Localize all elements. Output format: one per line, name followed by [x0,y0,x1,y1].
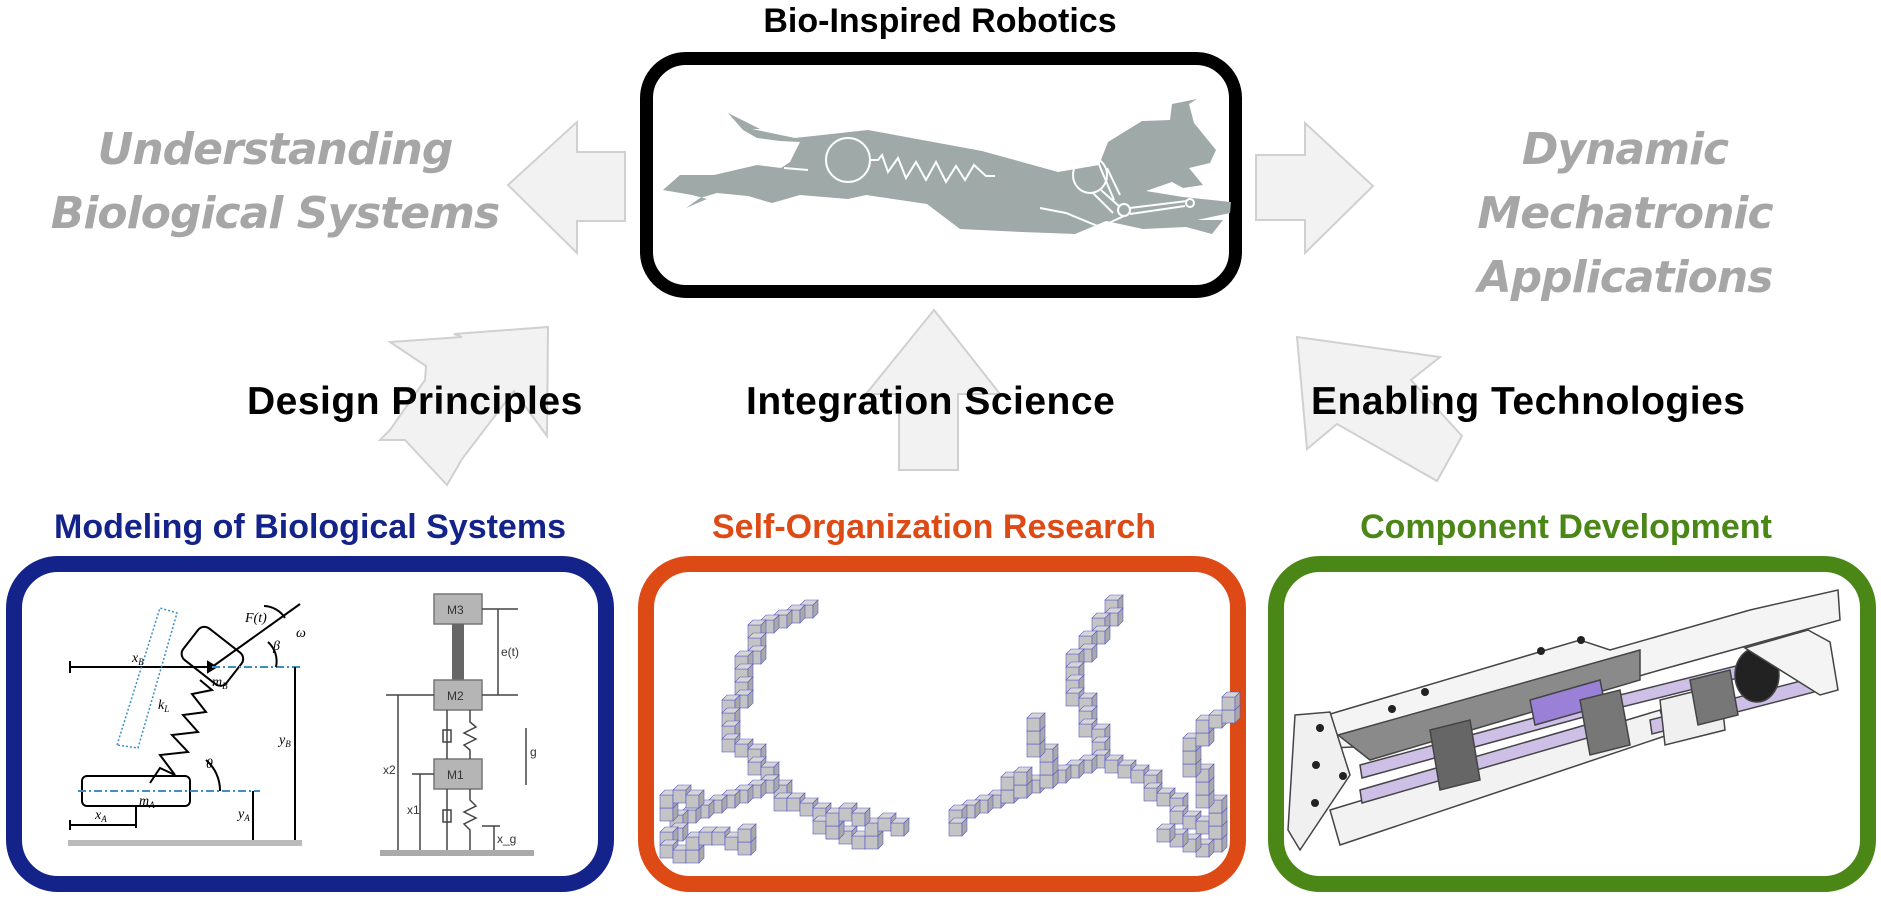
design-principles-arrow-icon [377,325,550,487]
integration-science-arrow-shape [863,308,1003,471]
label-theta: θ [206,757,213,772]
self-organization-title: Self-Organization Research [711,508,1156,546]
running-cheetah-robot-icon [663,99,1231,234]
left-arrow-icon [506,119,626,256]
right-goal-text: Dynamic Mechatronic Applications [1370,118,1880,310]
left-goal-text: Understanding Biological Systems [40,118,510,246]
voxel [1013,766,1033,786]
modeling-title: Modeling of Biological Systems [54,508,566,546]
voxel [1156,823,1176,843]
component-development-title: Component Development [1360,508,1772,546]
label-force: F(t) [244,611,267,626]
mass-spring-diagram [380,593,534,856]
integration-science-label: Integration Science [746,380,1116,423]
voxel [890,817,910,837]
label-beta: β [272,639,280,654]
voxel [799,797,819,817]
right-goal-line1: Dynamic Mechatronic [1477,124,1773,239]
label-kl: kL [158,698,169,714]
voxel [1065,759,1085,779]
left-goal-line1: Understanding [97,124,454,175]
mass-spring-labels: M3 e(t) M2 g x2 M1 x1 x_g [383,603,537,846]
voxel [1195,838,1215,858]
right-arrow-icon [1255,120,1375,256]
enabling-technologies-arrow [1295,335,1464,483]
voxel [851,807,871,827]
voxel [685,789,705,809]
label-m3: M3 [447,603,464,617]
self-organization-panel [638,556,1246,892]
label-g: g [530,745,537,759]
left-goal-line2: Biological Systems [50,188,500,239]
voxel [721,733,741,753]
label-m1: M1 [447,768,464,782]
label-x1: x1 [407,803,420,817]
voxel [1221,691,1241,711]
voxel [737,823,757,843]
label-xg: x_g [497,832,516,846]
center-title: Bio-Inspired Robotics [763,2,1117,40]
label-omega: ω [296,626,306,641]
label-et: e(t) [501,645,519,659]
right-goal-line2: Applications [1477,252,1774,303]
label-x2: x2 [383,763,396,777]
design-principles-label: Design Principles [247,380,583,423]
enabling-technologies-label: Enabling Technologies [1311,380,1746,423]
voxel [695,799,715,819]
modeling-panel [6,556,614,892]
voxel [1026,712,1046,732]
voxel [838,802,858,822]
leg-model-diagram [68,603,302,846]
leg-model-labels: F(t) ω β xB mB kL yB θ mA xA yA [94,611,306,824]
label-m2: M2 [447,689,464,703]
voxel [948,817,968,837]
